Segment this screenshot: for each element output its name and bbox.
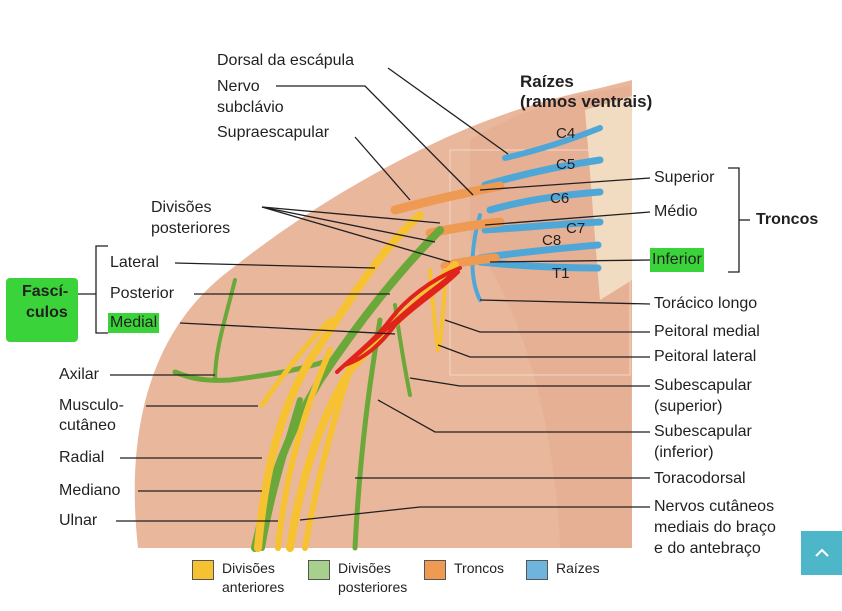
legend-text: Troncos <box>454 560 505 576</box>
median-root <box>275 347 333 551</box>
legend-swatch <box>192 560 214 580</box>
label-subescapular-inf-2: (inferior) <box>654 444 714 461</box>
label-radial: Radial <box>59 449 105 466</box>
root-c5 <box>481 156 604 189</box>
legend-swatch <box>308 560 330 580</box>
red-annotation <box>335 266 462 374</box>
root-label-c6: C6 <box>550 190 570 207</box>
label-cutaneos-1: Nervos cutâneos <box>654 498 775 515</box>
label-divisoes: Divisões <box>151 199 212 216</box>
fasciculos-label-line1: Fascí- <box>22 283 69 300</box>
chevron-up-icon <box>814 548 829 557</box>
legend-text: Raízes <box>556 560 600 576</box>
label-subescapular-inf-1: Subescapular <box>654 423 752 440</box>
tronco-medio: Médio <box>654 203 698 220</box>
fasciculos-highlight <box>6 278 78 342</box>
label-cutaneo: cutâneo <box>59 417 116 434</box>
label-cutaneos-2: mediais do braço <box>654 519 776 536</box>
root-label-c4: C4 <box>556 125 576 142</box>
root-label-c8: C8 <box>542 232 562 249</box>
label-ulnar: Ulnar <box>59 512 98 529</box>
root-label-t1: T1 <box>552 265 570 282</box>
pectoral-lateral <box>428 268 440 352</box>
subscapular-branches <box>393 303 412 397</box>
label-toracico-longo: Torácico longo <box>654 295 758 312</box>
fasciculos-label-line2: culos <box>26 304 68 321</box>
musculocutaneous-branch <box>259 317 333 408</box>
trunk-inferior <box>440 253 500 271</box>
label-subescapular-sup-2: (superior) <box>654 398 723 415</box>
root-c7 <box>481 218 604 234</box>
label-mediano: Mediano <box>59 482 121 499</box>
label-cutaneos-3: e do antebraço <box>654 540 761 557</box>
fasciculo-medial: Medial <box>108 313 160 333</box>
tronco-inferior: Inferior <box>650 248 704 272</box>
tronco-superior: Superior <box>654 169 715 186</box>
root-c6 <box>486 188 604 214</box>
roots-header-subtitle: (ramos ventrais) <box>520 92 653 111</box>
axillary-twig <box>213 278 237 382</box>
roots-header-title: Raízes <box>520 72 574 91</box>
leader-lines <box>78 67 750 522</box>
trunk-superior <box>390 181 505 215</box>
legend-swatch <box>526 560 548 580</box>
label-subescapular-sup-1: Subescapular <box>654 377 752 394</box>
root-t1 <box>476 258 602 272</box>
fasciculo-posterior: Posterior <box>110 285 175 302</box>
label-subclavio: subclávio <box>217 99 284 116</box>
ulnar-nerve <box>302 367 353 551</box>
label-posteriores: posteriores <box>151 220 231 237</box>
roots <box>470 125 604 302</box>
label-toracodorsal: Toracodorsal <box>654 470 746 487</box>
legend-swatch <box>424 560 446 580</box>
label-peitoral-medial: Peitoral medial <box>654 323 760 340</box>
label-musculo: Musculo- <box>59 397 124 414</box>
lateral-cord <box>254 211 424 552</box>
spine <box>585 96 632 300</box>
root-c4 <box>502 125 603 161</box>
scroll-to-top-button[interactable] <box>801 531 842 575</box>
label-supraescapular: Supraescapular <box>217 124 330 141</box>
radial-branch <box>259 397 303 551</box>
label-axilar: Axilar <box>59 366 100 383</box>
root-label-c7: C7 <box>566 220 586 237</box>
label-nervo: Nervo <box>217 78 260 95</box>
troncos-label: Troncos <box>756 211 819 228</box>
label-peitoral-lateral: Peitoral lateral <box>654 348 757 365</box>
label-dorsal-escapula: Dorsal da escápula <box>217 52 354 69</box>
fasciculo-lateral: Lateral <box>110 254 159 271</box>
root-label-c5: C5 <box>556 156 576 173</box>
